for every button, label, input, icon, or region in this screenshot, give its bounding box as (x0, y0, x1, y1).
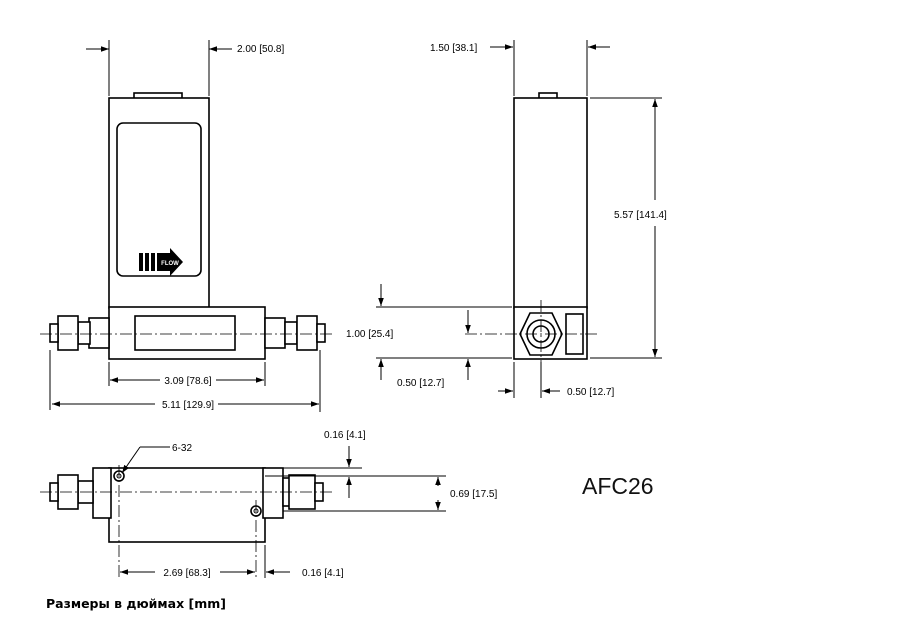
dim-side-port-height: 1.00 [25.4] (346, 329, 393, 340)
dim-bottom-hole-length: 2.69 [68.3] (163, 568, 210, 579)
model-label: AFC26 (582, 473, 654, 499)
front-base-label (134, 315, 236, 351)
flow-label: FLOW (161, 261, 179, 267)
dim-side-port-offset-h: 0.50 [12.7] (567, 387, 614, 398)
dim-bottom-hole-spacing: 0.69 [17.5] (450, 489, 497, 500)
dim-bottom-hole-offset: 0.16 [4.1] (324, 430, 366, 441)
dim-front-depth: 2.00 [50.8] (237, 44, 284, 55)
dim-side-width: 1.50 [38.1] (430, 43, 477, 54)
dim-side-port-offset-v: 0.50 [12.7] (397, 378, 444, 389)
side-view: 1.50 [38.1] 5.57 [141.4] 1.00 [25.4] 0.5… (346, 40, 667, 398)
dim-side-height: 5.57 [141.4] (614, 210, 667, 221)
front-view: FLOW 2.00 [50.8] 3.09 [7 (40, 40, 334, 412)
units-caption: Размеры в дюймах [mm] (46, 596, 226, 611)
flow-arrow-icon: FLOW (139, 248, 183, 276)
front-left-fitting (49, 315, 110, 351)
dim-bottom-thread: 6-32 (172, 443, 192, 454)
bottom-left-block (92, 467, 112, 519)
front-display-window (116, 122, 202, 277)
bottom-body (108, 467, 266, 543)
bottom-view: 6-32 0.16 [4.1] 0.69 [17.5] 2.69 [68.3] … (40, 430, 497, 579)
front-right-fitting (264, 315, 326, 351)
dim-front-center-length: 3.09 [78.6] (164, 376, 211, 387)
dim-front-overall-length: 5.11 [129.9] (162, 400, 214, 411)
dim-bottom-hole-end-offset: 0.16 [4.1] (302, 568, 344, 579)
side-housing (513, 97, 588, 309)
